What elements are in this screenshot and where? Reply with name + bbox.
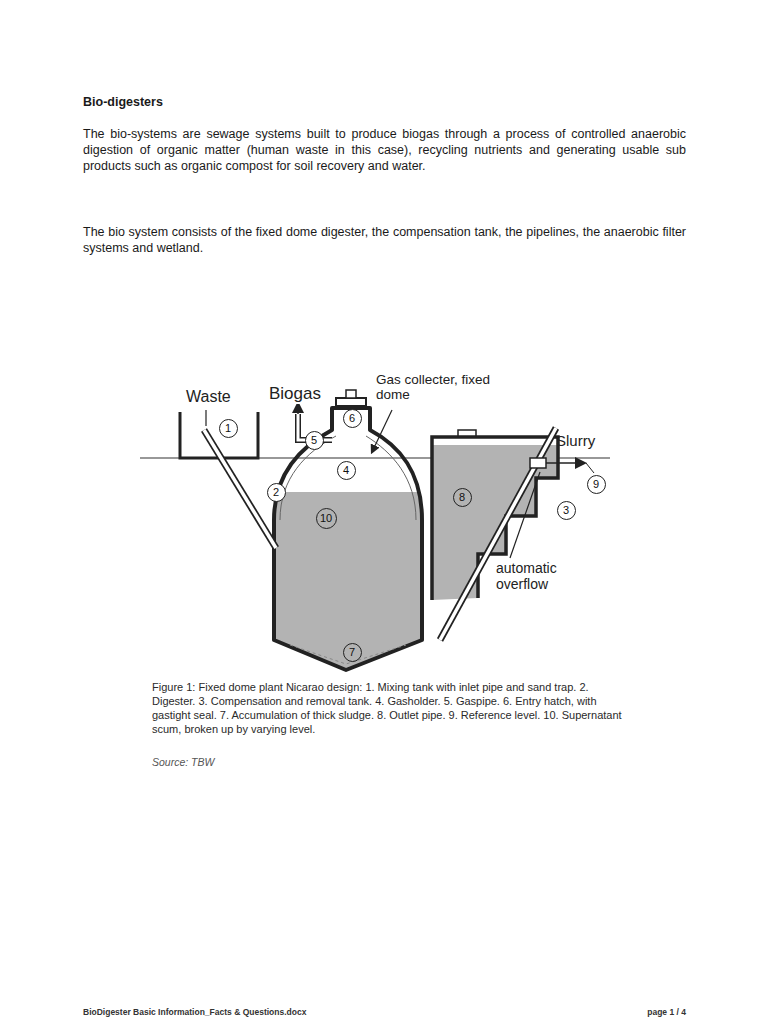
- callout-text: 4: [343, 465, 349, 476]
- callout-number: 2: [267, 483, 286, 502]
- outlet-pipe-bore: [440, 428, 556, 640]
- callout-text: 2: [273, 487, 279, 498]
- callout-text: 10: [320, 513, 332, 524]
- footer-filename: BioDigester Basic Information_Facts & Qu…: [83, 1007, 306, 1017]
- entry-hatch: [336, 398, 366, 406]
- outlet-pipe: [440, 428, 556, 640]
- inlet-pipe-bore: [204, 430, 276, 548]
- digester-slurry: [260, 492, 440, 692]
- leader-line: [586, 463, 594, 473]
- leader-line: [205, 410, 206, 426]
- callout-number: 7: [343, 643, 362, 662]
- callout-text: 3: [563, 505, 569, 516]
- footer-page: page 1 / 4: [647, 1007, 686, 1017]
- callout-text: 8: [459, 492, 465, 503]
- part-label: Slurry: [556, 432, 595, 449]
- leader-arrow: [372, 410, 392, 452]
- body-paragraph: The bio-systems are sewage systems built…: [83, 126, 686, 174]
- slurry-arrow: [546, 462, 584, 464]
- callout-number: 10: [316, 508, 337, 529]
- page-heading: Bio-digesters: [83, 95, 163, 109]
- leader-line: [510, 472, 540, 558]
- callout-number: 3: [557, 501, 576, 520]
- source-note: Source: TBW: [152, 756, 214, 768]
- tank-cover: [458, 430, 476, 437]
- callout-text: 6: [349, 413, 355, 424]
- callout-number: 5: [305, 431, 324, 450]
- biogas-arrow: [297, 404, 299, 414]
- callout-text: 5: [311, 435, 317, 446]
- part-label: automatic overflow: [496, 560, 586, 592]
- callout-number: 8: [453, 488, 472, 507]
- part-label: Biogas: [268, 384, 322, 404]
- callout-text: 9: [593, 479, 599, 490]
- callout-text: 1: [225, 423, 231, 434]
- part-label: Gas collecter, fixed dome: [376, 372, 494, 402]
- callout-number: 1: [219, 419, 238, 438]
- inlet-pipe: [204, 430, 276, 548]
- body-paragraph: The bio system consists of the fixed dom…: [83, 224, 686, 256]
- callout-number: 9: [587, 475, 606, 494]
- callout-number: 6: [343, 409, 362, 428]
- digester-wall: [274, 408, 422, 670]
- callout-number: 4: [337, 461, 356, 480]
- figure-caption: Figure 1: Fixed dome plant Nicarao desig…: [152, 680, 624, 736]
- hatch-knob: [346, 390, 356, 398]
- overflow-spout: [530, 458, 546, 468]
- callout-text: 7: [349, 647, 355, 658]
- part-label: Waste: [186, 388, 231, 406]
